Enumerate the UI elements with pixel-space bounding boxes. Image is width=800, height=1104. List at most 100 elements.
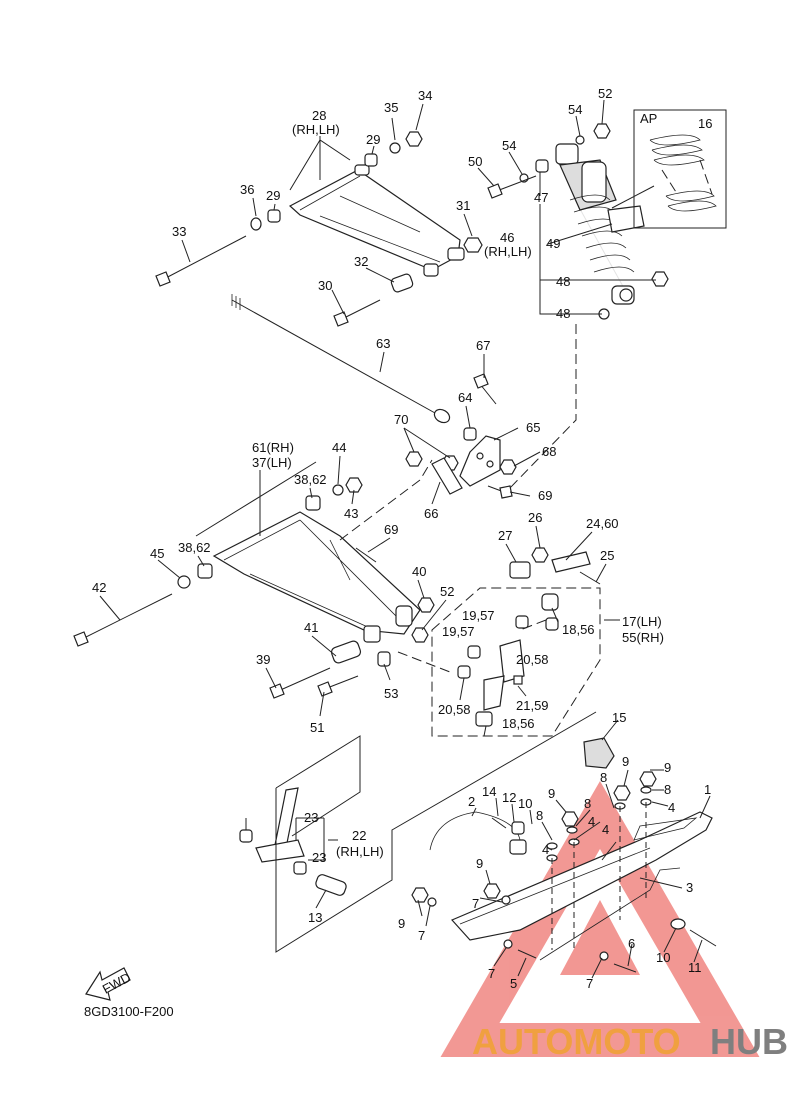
bushing-19-57b [467, 645, 481, 659]
nut-48a [651, 271, 669, 287]
callout-7a: 7 [472, 896, 479, 911]
callout-23b: 23 [312, 850, 326, 865]
callout-68: 68 [542, 444, 556, 459]
callout-69a: 69 [538, 488, 552, 503]
collar-20-58b [457, 665, 471, 679]
diagram-code: 8GD3100-F200 [84, 1004, 174, 1019]
bushing-18-56b [475, 711, 493, 727]
callout-20-58a: 20,58 [516, 652, 549, 667]
nut-43 [345, 477, 363, 493]
callout-65: 65 [526, 420, 540, 435]
bolt-30-head [333, 311, 349, 327]
watermark-text-automoto: AUTOMOTO [472, 1021, 681, 1062]
callout-labels: 28 (RH,LH) 35 34 29 29 36 33 31 32 30 52… [92, 86, 712, 991]
callout-18-56a: 18,56 [562, 622, 595, 637]
callout-20-58b: 20,58 [438, 702, 471, 717]
callout-18-56b: 18,56 [502, 716, 535, 731]
spring-16 [649, 134, 717, 212]
callout-6: 6 [628, 936, 635, 951]
callout-47: 47 [534, 190, 548, 205]
bushing-23a [239, 829, 253, 843]
callout-28-sub: (RH,LH) [292, 122, 340, 137]
callout-28: 28 [312, 108, 326, 123]
callout-37: 37(LH) [252, 455, 292, 470]
callout-44: 44 [332, 440, 346, 455]
bolt-42 [79, 593, 173, 641]
fwd-arrow: FWD [85, 967, 133, 1001]
callout-34: 34 [418, 88, 432, 103]
plug-27 [509, 561, 531, 579]
bolt-39 [275, 667, 331, 693]
upper-arm-28 [288, 164, 465, 277]
ski-column-22 [239, 787, 347, 896]
callout-24-60: 24,60 [586, 516, 619, 531]
wear-bar-3 [539, 867, 681, 961]
callout-30: 30 [318, 278, 332, 293]
callout-8c: 8 [536, 808, 543, 823]
callout-19-57a: 19,57 [462, 608, 495, 623]
callout-66: 66 [424, 506, 438, 521]
callout-63: 63 [376, 336, 390, 351]
callout-64: 64 [458, 390, 472, 405]
callout-50: 50 [468, 154, 482, 169]
callout-33: 33 [172, 224, 186, 239]
callout-9a: 9 [622, 754, 629, 769]
callout-10a: 10 [518, 796, 532, 811]
callout-4b: 4 [588, 814, 595, 829]
callout-14: 14 [482, 784, 496, 799]
callout-48b: 48 [556, 306, 570, 321]
washer-54a [575, 135, 585, 145]
callout-67: 67 [476, 338, 490, 353]
washer-44 [332, 484, 344, 496]
nut-26 [531, 547, 549, 563]
callout-69b: 69 [384, 522, 398, 537]
callout-22-sub: (RH,LH) [336, 844, 384, 859]
callout-38-62a: 38,62 [294, 472, 327, 487]
collar-64 [463, 427, 477, 441]
shock-hardware [487, 123, 669, 320]
nut-70a [405, 451, 423, 467]
callout-13: 13 [308, 910, 322, 925]
callout-5: 5 [510, 976, 517, 991]
bushing-38-62a [305, 495, 321, 511]
callout-19-57b: 19,57 [442, 624, 475, 639]
callout-40: 40 [412, 564, 426, 579]
bolt-33-head [155, 271, 171, 287]
callout-54a: 54 [568, 102, 582, 117]
callout-12: 12 [502, 790, 516, 805]
shock-absorber-46 [555, 143, 635, 305]
callout-11: 11 [688, 960, 702, 975]
pin-13 [315, 874, 347, 896]
upper-arm-hardware [155, 131, 483, 327]
inset-ap-label: AP [640, 111, 657, 126]
nut-40 [417, 597, 435, 613]
bushing-29a [364, 153, 378, 167]
bushing-29b [267, 209, 281, 223]
bolt-51-head [317, 681, 333, 697]
callout-45: 45 [150, 546, 164, 561]
callout-39: 39 [256, 652, 270, 667]
washer-35 [389, 142, 401, 154]
collar-53 [377, 651, 391, 667]
collar-32 [390, 273, 414, 293]
washer-36 [250, 217, 262, 231]
callout-17: 17(LH) [622, 614, 662, 629]
callout-31: 31 [456, 198, 470, 213]
callout-36: 36 [240, 182, 254, 197]
watermark-wordmark: AUTOMOTO HUB [472, 1021, 788, 1062]
callout-48a: 48 [556, 274, 570, 289]
callout-46-sub: (RH,LH) [484, 244, 532, 259]
bolt-50 [493, 175, 537, 193]
lower-arm-hardware [73, 477, 435, 699]
callout-61: 61(RH) [252, 440, 294, 455]
callout-16: 16 [698, 116, 712, 131]
lower-arm-61-37 [212, 511, 421, 643]
ski-handle-2 [429, 811, 527, 855]
callout-9b: 9 [664, 760, 671, 775]
collar-20-58a [545, 617, 559, 631]
watermark-logo [440, 781, 760, 1057]
callout-8a: 8 [600, 770, 607, 785]
bushing-18-56a [541, 593, 559, 611]
bolt-39-head [269, 683, 285, 699]
